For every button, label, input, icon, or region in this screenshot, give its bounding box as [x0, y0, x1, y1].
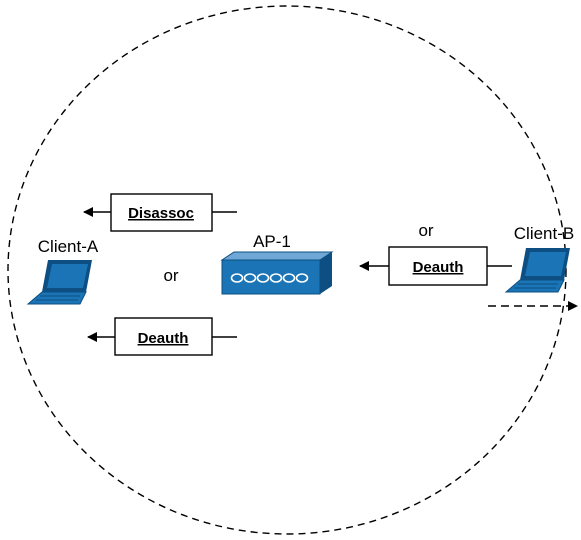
deauth-a-frame-label: Deauth	[138, 330, 189, 347]
access-point-icon	[222, 252, 332, 294]
client-b-or-label: or	[418, 221, 433, 240]
client-a-or-label: or	[163, 266, 178, 285]
client-a-laptop-icon	[28, 260, 92, 304]
client-b-laptop-icon	[506, 248, 570, 292]
deauth-b-frame-label: Deauth	[413, 259, 464, 276]
client-a-label: Client-A	[38, 237, 99, 256]
access-point-label: AP-1	[253, 232, 291, 251]
deauth-message-client-b: Deauth	[360, 247, 512, 285]
disassoc-message: Disassoc	[84, 194, 237, 231]
disassoc-frame-label: Disassoc	[128, 205, 194, 222]
client-b-label: Client-B	[514, 224, 574, 243]
deauth-message-client-a: Deauth	[88, 318, 237, 355]
